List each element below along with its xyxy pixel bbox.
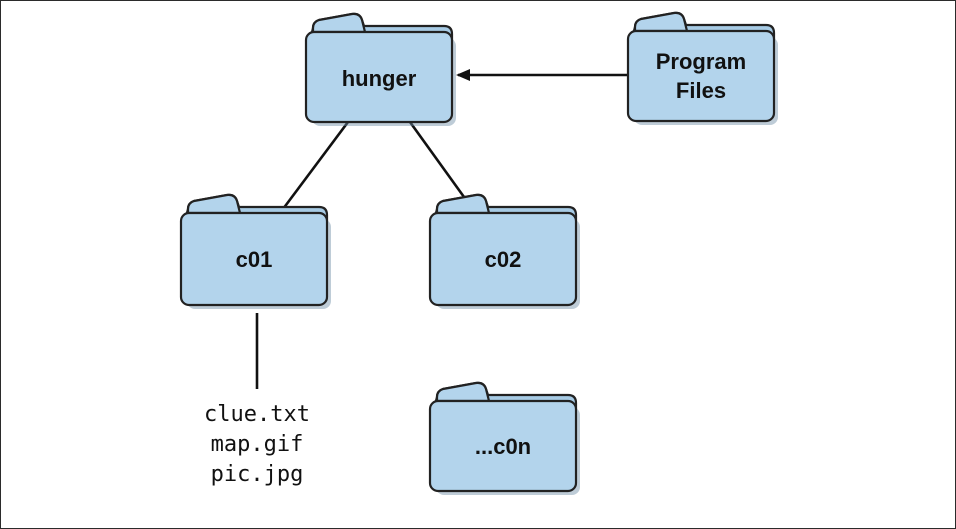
folder-icon: [304, 12, 456, 126]
connector-hunger-c01: [281, 121, 350, 210]
folder-label-c01: c01: [236, 247, 273, 272]
file-clue-txt[interactable]: clue.txt: [204, 402, 310, 427]
connector-hunger-c02: [408, 121, 466, 198]
folder-label-c0n: ...c0n: [475, 434, 531, 459]
folder-program-files[interactable]: Program Files: [626, 11, 778, 125]
file-pic-jpg[interactable]: pic.jpg: [211, 462, 304, 487]
folder-icon: [428, 381, 580, 495]
folder-icon: [626, 11, 778, 125]
folder-c01[interactable]: c01: [179, 193, 331, 309]
folder-label-c02: c02: [485, 247, 522, 272]
folder-hunger[interactable]: hunger: [304, 12, 456, 126]
folder-label-hunger: hunger: [342, 66, 417, 91]
folder-c02[interactable]: c02: [428, 193, 580, 309]
folder-icon: [428, 193, 580, 309]
folder-c0n[interactable]: ...c0n: [428, 381, 580, 495]
file-list-c01: clue.txt map.gif pic.jpg: [204, 402, 310, 487]
folder-icon: [179, 193, 331, 309]
folder-label-program-files-line1: Program: [656, 49, 746, 74]
folder-label-program-files-line2: Files: [676, 78, 726, 103]
file-map-gif[interactable]: map.gif: [211, 432, 304, 457]
